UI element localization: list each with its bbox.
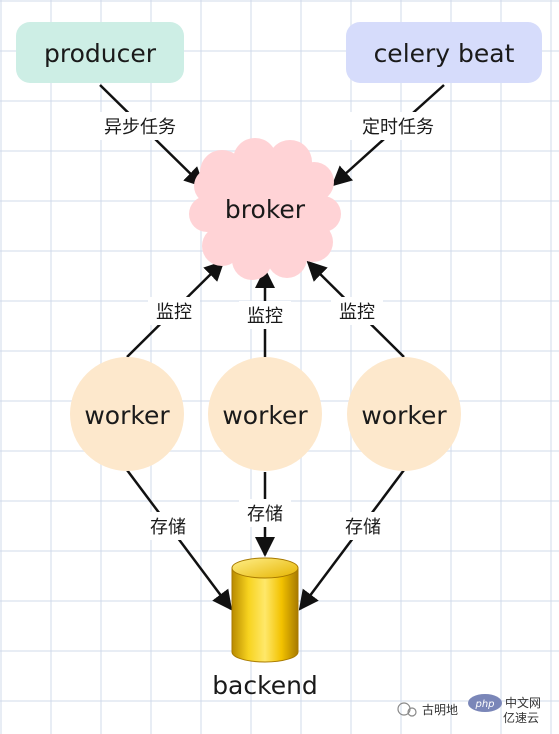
celery-beat-label: celery beat	[374, 39, 515, 68]
producer-label: producer	[44, 39, 157, 68]
edge-label-store-2: 存储	[247, 504, 283, 525]
worker-node-2: worker	[208, 357, 322, 471]
php-logo-icon: php	[468, 694, 502, 712]
backend-label: backend	[212, 671, 318, 700]
watermark: 古明地 php 中文网 亿速云	[397, 694, 541, 725]
edge-label-async-task: 异步任务	[104, 117, 176, 138]
edge-label-monitor-2: 监控	[247, 306, 283, 327]
svg-text:php: php	[474, 699, 494, 710]
backend-node: backend	[212, 557, 318, 700]
wechat-icon	[397, 702, 417, 717]
edge-label-store-3: 存储	[345, 517, 381, 538]
watermark-brand2: 亿速云	[503, 710, 539, 725]
edge-label-monitor-1: 监控	[156, 302, 192, 323]
broker-label: broker	[225, 195, 306, 224]
edge-labels: 异步任务 定时任务 监控 监控 监控 存储 存储 存储	[92, 112, 446, 540]
celery-beat-node: celery beat	[346, 22, 542, 83]
edge-label-store-1: 存储	[150, 517, 186, 538]
edge-label-monitor-3: 监控	[339, 302, 375, 323]
worker-node-1: worker	[70, 357, 184, 471]
worker-node-3: worker	[347, 357, 461, 471]
worker-label-2: worker	[222, 401, 308, 430]
watermark-account: 古明地	[422, 702, 458, 717]
watermark-brand: 中文网	[505, 695, 541, 710]
worker-label-3: worker	[361, 401, 447, 430]
broker-node: broker	[189, 138, 341, 280]
database-icon	[231, 557, 299, 663]
producer-node: producer	[16, 22, 184, 83]
edge-label-scheduled-task: 定时任务	[362, 117, 434, 138]
worker-label-1: worker	[84, 401, 170, 430]
